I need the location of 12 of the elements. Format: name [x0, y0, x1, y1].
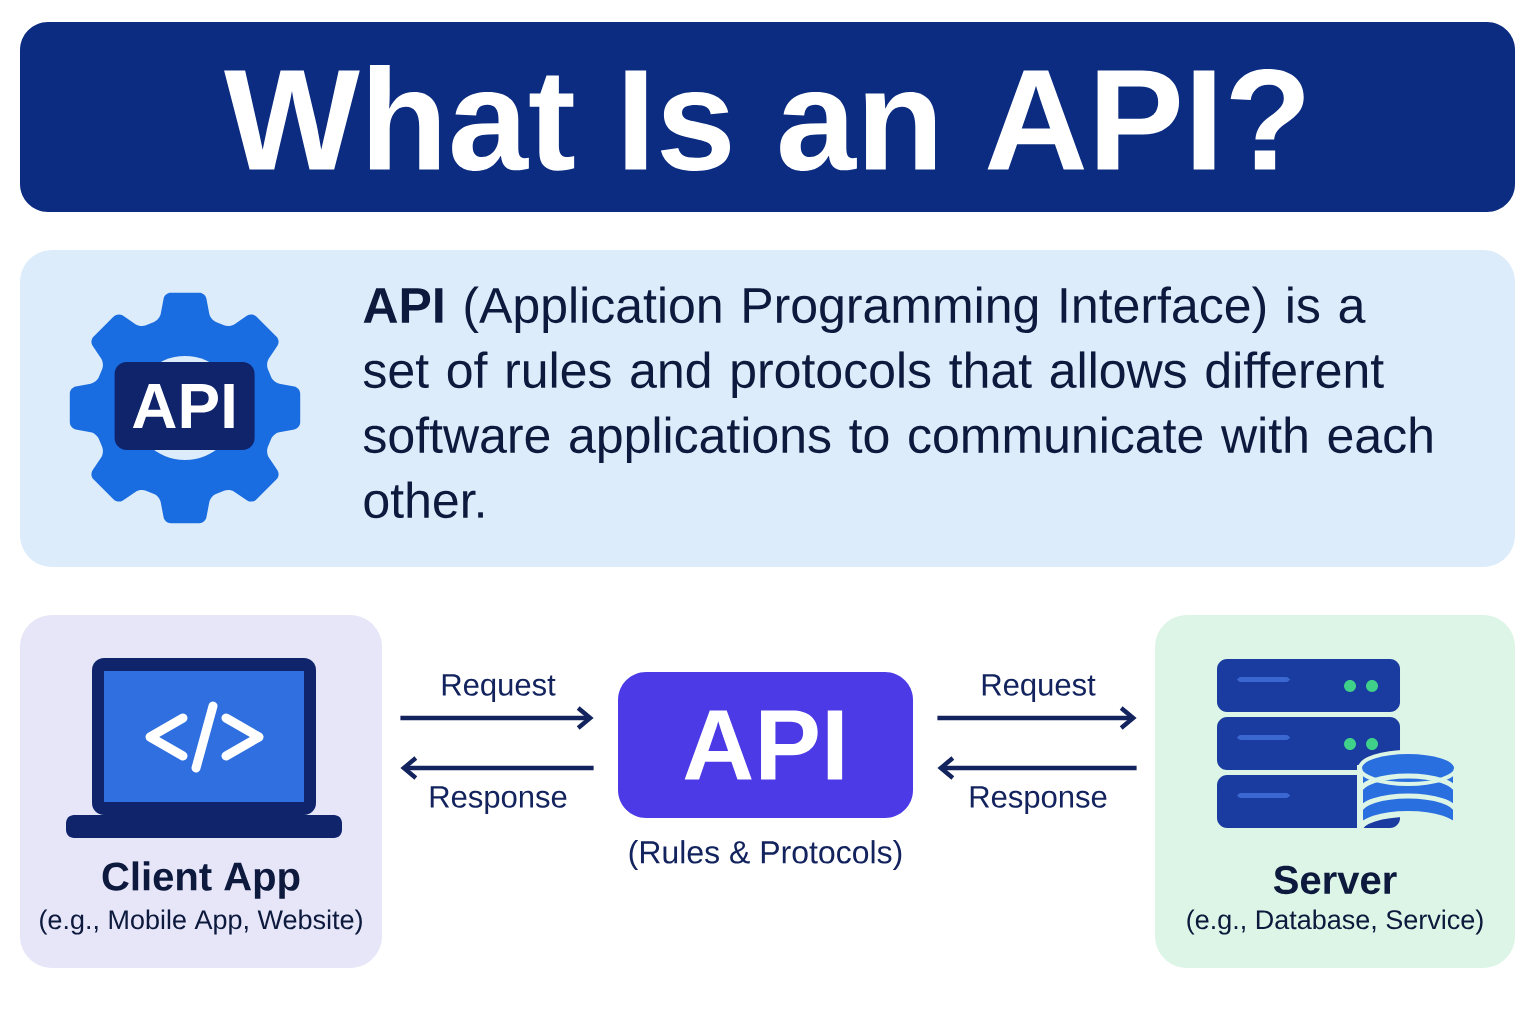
node-label: (Rules & Protocols): [629, 840, 902, 870]
arrow: [400, 706, 594, 730]
edge-label: Response: [430, 786, 567, 814]
arrow: [400, 756, 594, 780]
edge-label: Response: [970, 786, 1107, 814]
title-banner: What Is an API?: [20, 22, 1515, 212]
arrow: [937, 756, 1137, 780]
edge-label: Request: [442, 674, 556, 702]
edge-label: Request: [982, 674, 1096, 702]
label-box: API: [114, 362, 255, 450]
arrow: [937, 706, 1137, 730]
api-box: API: [618, 672, 913, 818]
